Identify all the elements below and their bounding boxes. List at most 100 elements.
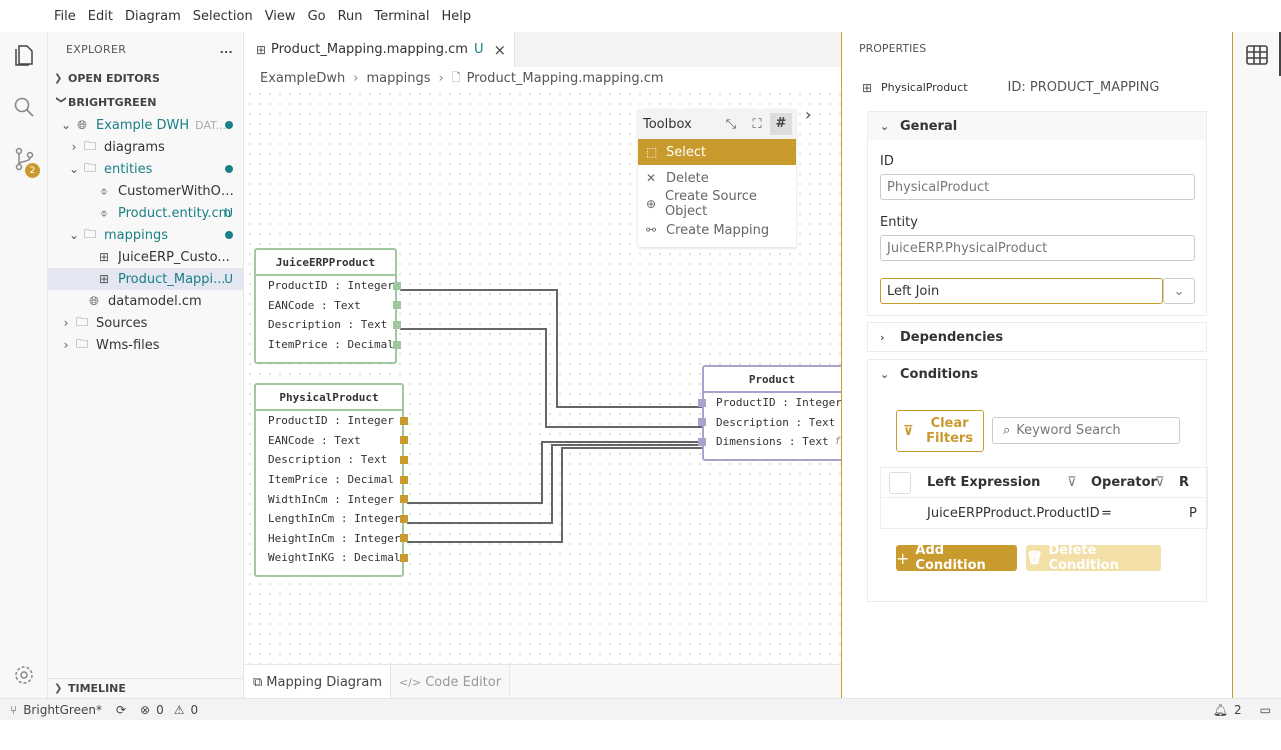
clear-filters-button[interactable]: ⊽ Clear Filters — [896, 410, 984, 452]
menu-selection[interactable]: Selection — [192, 8, 253, 24]
keyword-search-input[interactable]: ⌕ Keyword Search — [992, 417, 1180, 444]
port-handle[interactable] — [400, 475, 408, 484]
port-handle[interactable] — [698, 418, 706, 427]
attribute-row[interactable]: WidthInCm : Integer — [256, 489, 408, 509]
port-handle[interactable] — [698, 398, 706, 407]
port-handle[interactable] — [393, 281, 401, 290]
tab-code-editor[interactable]: </>Code Editor — [391, 665, 511, 699]
collapse-icon[interactable]: ⤡ — [725, 116, 737, 132]
attribute-row[interactable]: HeightInCm : Integer — [256, 529, 408, 549]
timeline-section[interactable]: ❯ TIMELINE — [48, 678, 244, 698]
tree-item-wms-files[interactable]: › 🗀 Wms-files — [48, 334, 243, 356]
general-header[interactable]: ⌄General — [868, 112, 1206, 140]
sync-icon[interactable]: ⟳ — [115, 702, 127, 717]
port-handle[interactable] — [393, 340, 401, 349]
select-all-checkbox[interactable] — [889, 471, 911, 494]
port-handle[interactable] — [400, 514, 408, 523]
menu-terminal[interactable]: Terminal — [374, 8, 430, 24]
join-type-select[interactable]: Left Join — [880, 278, 1163, 304]
tree-item-product-entity[interactable]: ⌽ Product.entity.cm U — [48, 202, 243, 224]
port-handle[interactable] — [400, 436, 408, 445]
dependencies-section[interactable]: ›Dependencies — [867, 322, 1207, 352]
source-node-juiceerp[interactable]: JuiceERPProduct ProductID : Integer EANC… — [254, 248, 401, 364]
attribute-row[interactable]: EANCode : Text — [256, 296, 401, 316]
dependencies-header[interactable]: ›Dependencies — [868, 323, 1206, 351]
attribute-row[interactable]: EANCode : Text — [256, 431, 408, 451]
attribute-row[interactable]: Dimensions : Textfx — [698, 432, 841, 452]
warning-icon[interactable]: ⚠ — [173, 702, 185, 717]
column-header[interactable]: R — [1179, 475, 1190, 490]
menu-go[interactable]: Go — [307, 8, 326, 24]
menu-run[interactable]: Run — [337, 8, 363, 24]
menu-diagram[interactable]: Diagram — [124, 8, 181, 24]
open-editors-section[interactable]: ❯ OPEN EDITORS — [48, 66, 243, 90]
tree-item-example-dwh[interactable]: ⌄ 🌐︎ Example DWH DAT... — [48, 114, 243, 136]
source-node-physicalproduct[interactable]: PhysicalProduct ProductID : Integer EANC… — [254, 383, 408, 577]
port-handle[interactable] — [400, 416, 408, 425]
files-icon[interactable] — [12, 43, 36, 67]
tree-item-diagrams[interactable]: › 🗀 diagrams — [48, 136, 243, 158]
menu-file[interactable]: File — [54, 8, 76, 24]
entity-field[interactable]: JuiceERP.PhysicalProduct — [880, 235, 1195, 261]
attribute-row[interactable]: ItemPrice : Decimal — [256, 470, 408, 490]
target-node-product[interactable]: Product ProductID : Integer Description … — [698, 365, 841, 461]
tree-item-entities[interactable]: ⌄ 🗀 entities — [48, 158, 243, 180]
menu-view[interactable]: View — [264, 8, 296, 24]
toolbox-create-mapping[interactable]: ⚯Create Mapping — [646, 222, 770, 238]
grid-icon[interactable]: # — [770, 113, 792, 135]
toolbox-create-source-object[interactable]: ⊕Create Source Object — [646, 189, 757, 219]
attribute-row[interactable]: Description : Text — [256, 315, 401, 335]
error-icon[interactable]: ⊗ — [140, 702, 151, 717]
workspace-section[interactable]: ❯ BRIGHTGREEN — [48, 90, 243, 114]
branch-name[interactable]: BrightGreen* — [23, 702, 102, 717]
tree-item-juiceerp-mapping[interactable]: ⊞ JuiceERP_Custo... — [48, 246, 243, 268]
port-handle[interactable] — [400, 553, 408, 562]
breadcrumb-item[interactable]: mappings — [366, 70, 431, 86]
search-icon[interactable] — [12, 95, 36, 119]
right-expression-cell[interactable]: P — [1189, 506, 1197, 521]
tree-item-customer-entity[interactable]: ⌽ CustomerWithOrd... — [48, 180, 243, 202]
toolbox-delete[interactable]: ✕Delete — [646, 170, 709, 186]
attribute-row[interactable]: ProductID : Integer — [256, 411, 408, 431]
port-handle[interactable] — [393, 301, 401, 310]
tree-item-mappings[interactable]: ⌄ 🗀 mappings — [48, 224, 243, 246]
column-header[interactable]: Left Expression — [927, 475, 1041, 490]
attribute-row[interactable]: Description : Text — [698, 413, 841, 433]
chevron-down-icon[interactable]: ⌄ — [1163, 278, 1195, 304]
attribute-row[interactable]: LengthInCm : Integer — [256, 509, 408, 529]
column-header[interactable]: Operator — [1091, 475, 1157, 490]
notification-icon[interactable]: 🔔︎ — [1212, 702, 1229, 717]
table-row[interactable]: JuiceERPProduct.ProductID = P — [881, 498, 1207, 528]
attribute-row[interactable]: ItemPrice : Decimal — [256, 335, 401, 355]
attribute-row[interactable]: ProductID : Integer — [698, 393, 841, 413]
attribute-row[interactable]: WeightInKG : Decimal — [256, 548, 408, 568]
menu-help[interactable]: Help — [441, 8, 472, 24]
port-handle[interactable] — [400, 455, 408, 464]
tree-item-datamodel[interactable]: 🌐︎ datamodel.cm — [48, 290, 243, 312]
id-field[interactable]: PhysicalProduct — [880, 174, 1195, 200]
toolbox-select[interactable]: ⬚Select — [638, 139, 796, 165]
left-expression-cell[interactable]: JuiceERPProduct.ProductID — [927, 506, 1100, 521]
tab-product-mapping[interactable]: ⊞ Product_Mapping.mapping.cm U × — [245, 32, 516, 67]
attribute-row[interactable]: Description : Text — [256, 450, 408, 470]
attribute-row[interactable]: ProductID : Integer — [256, 276, 401, 296]
breadcrumb-item[interactable]: ExampleDwh — [260, 70, 346, 86]
more-actions-button[interactable]: ... — [219, 42, 233, 56]
tree-item-sources[interactable]: › 🗀 Sources — [48, 312, 243, 334]
source-control-icon[interactable] — [12, 147, 36, 171]
table-icon[interactable] — [1245, 43, 1269, 67]
menu-edit[interactable]: Edit — [87, 8, 113, 24]
delete-condition-button[interactable]: 🗑Delete Condition — [1026, 543, 1161, 573]
chevron-right-icon[interactable]: › — [805, 105, 812, 124]
fullscreen-icon[interactable]: ⛶ — [752, 116, 762, 132]
tab-mapping-diagram[interactable]: ⧉Mapping Diagram — [245, 665, 392, 699]
conditions-header[interactable]: ⌄Conditions — [868, 360, 1206, 388]
gear-icon[interactable] — [12, 663, 36, 687]
layout-icon[interactable]: ▭ — [1259, 702, 1271, 717]
diagram-canvas[interactable]: JuiceERPProduct ProductID : Integer EANC… — [245, 89, 841, 664]
port-handle[interactable] — [393, 320, 401, 329]
close-icon[interactable]: × — [493, 40, 507, 59]
breadcrumb-item[interactable]: Product_Mapping.mapping.cm — [466, 70, 664, 86]
tree-item-product-mapping[interactable]: ⊞ Product_Mappi... U — [48, 268, 243, 290]
filter-icon[interactable]: ⊽ — [1067, 475, 1077, 490]
